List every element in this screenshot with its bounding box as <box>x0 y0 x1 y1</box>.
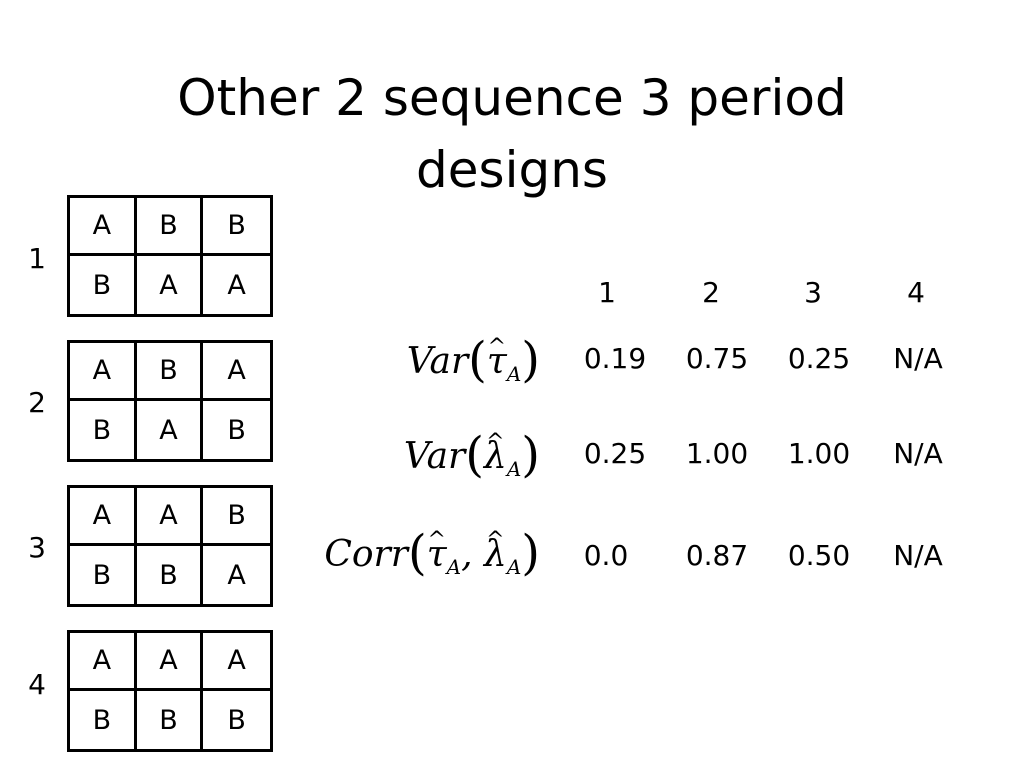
design-grid-1: A B B B A A <box>67 195 273 317</box>
close-paren: ) <box>521 427 540 483</box>
design-cell: B <box>227 414 246 446</box>
value-cell: 0.25 <box>787 342 851 375</box>
design-cell: A <box>70 343 137 401</box>
symbol-glyph: τ <box>486 341 507 382</box>
design-label-3: 3 <box>28 531 46 564</box>
stat-function: Corr <box>324 534 408 575</box>
estimator-symbol: ^λ <box>484 427 507 487</box>
design-label-1: 1 <box>28 242 46 275</box>
design-cell: A <box>137 401 204 459</box>
value-cell: 1.00 <box>685 437 749 470</box>
symbol-subscript: A <box>506 555 522 579</box>
symbol-glyph: λ <box>483 436 507 477</box>
close-paren: ) <box>521 332 540 388</box>
slide-title: Other 2 sequence 3 period designs <box>0 62 1024 206</box>
design-cell: B <box>137 546 204 604</box>
design-cell: A <box>136 633 204 691</box>
design-cell: B <box>70 401 137 459</box>
design-cell: B <box>70 256 137 314</box>
value-cell: N/A <box>893 342 943 375</box>
symbol-subscript: A <box>506 457 522 481</box>
slide-title-line-1: Other 2 sequence 3 period <box>177 69 847 127</box>
stat-label-var-tau: Var(^τA) <box>407 330 540 404</box>
estimator-symbol: ^λ <box>484 525 507 585</box>
design-cell: B <box>70 691 137 749</box>
value-cell: N/A <box>893 539 943 572</box>
design-cell: A <box>203 633 270 691</box>
design-cell: A <box>227 269 246 301</box>
estimator-symbol: ^τ <box>487 332 507 392</box>
argument-separator: , <box>461 534 473 575</box>
value-cell: 0.25 <box>583 437 647 470</box>
column-header-3: 3 <box>804 276 822 309</box>
design-cell: A <box>203 343 270 401</box>
value-cell: 0.50 <box>787 539 851 572</box>
hat-glyph: ^ <box>427 528 446 553</box>
design-label-2: 2 <box>28 386 46 419</box>
value-cell: 0.87 <box>685 539 749 572</box>
value-cell: 0.19 <box>583 342 647 375</box>
design-cell: B <box>137 691 204 749</box>
value-cell: 0.75 <box>685 342 749 375</box>
design-cell: B <box>227 704 246 736</box>
column-header-2: 2 <box>702 276 720 309</box>
symbol-subscript: A <box>506 362 522 386</box>
column-header-1: 1 <box>598 276 616 309</box>
stat-function: Var <box>403 436 466 477</box>
open-paren: ( <box>465 427 484 483</box>
design-cell: B <box>136 198 204 256</box>
design-cell: B <box>203 198 270 256</box>
design-cell: A <box>136 488 204 546</box>
design-label-4: 4 <box>28 668 46 701</box>
design-cell: A <box>70 633 137 691</box>
open-paren: ( <box>468 332 487 388</box>
design-cell: B <box>203 488 270 546</box>
open-paren: ( <box>407 525 427 581</box>
symbol-glyph: τ <box>426 534 447 575</box>
slide-title-line-2: designs <box>416 141 608 199</box>
design-cell: A <box>70 488 137 546</box>
column-header-4: 4 <box>907 276 925 309</box>
stat-function: Var <box>406 341 469 382</box>
hat-glyph: ^ <box>487 335 507 360</box>
symbol-subscript: A <box>446 555 462 579</box>
value-cell: 0.0 <box>583 539 629 572</box>
design-cell: B <box>136 343 204 401</box>
design-grid-4: A A A B B B <box>67 630 273 752</box>
design-cell: A <box>137 256 204 314</box>
estimator-symbol: ^τ <box>427 525 447 585</box>
design-grid-2: A B A B A B <box>67 340 273 462</box>
design-cell: A <box>227 559 246 591</box>
value-cell: N/A <box>893 437 943 470</box>
close-paren: ) <box>521 525 540 581</box>
value-cell: 1.00 <box>787 437 851 470</box>
design-grid-3: A A B B B A <box>67 485 273 607</box>
design-cell: B <box>70 546 137 604</box>
hat-glyph: ^ <box>486 430 505 455</box>
hat-glyph: ^ <box>486 528 505 553</box>
stat-label-corr: Corr(^τA, ^λA) <box>324 523 540 597</box>
symbol-glyph: λ <box>483 534 507 575</box>
design-cell: A <box>70 198 137 256</box>
stat-label-var-lambda: Var(^λA) <box>404 425 540 499</box>
